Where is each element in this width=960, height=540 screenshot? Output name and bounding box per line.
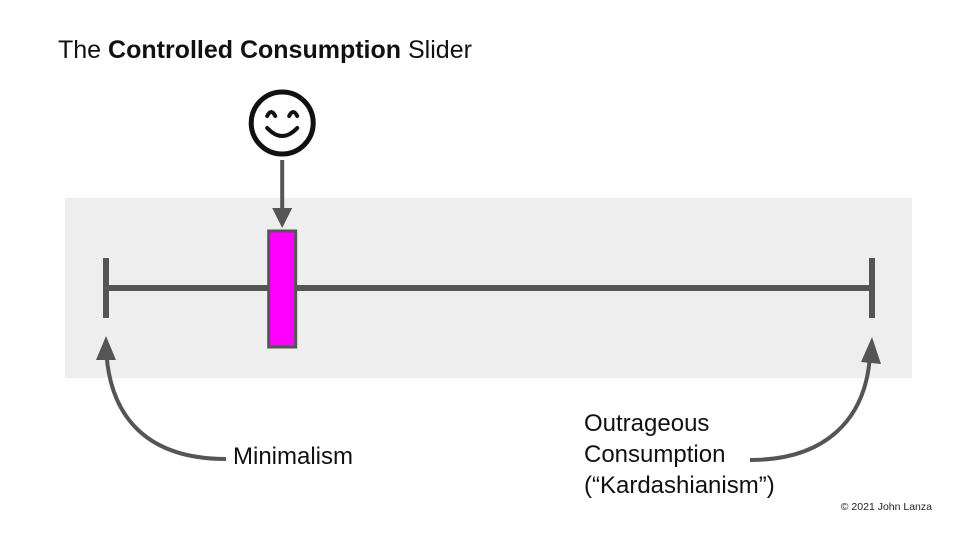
outrageous-label-line1: Outrageous xyxy=(584,410,710,437)
outrageous-label-line2: Consumption xyxy=(584,441,726,468)
pointer-arrowhead-icon xyxy=(272,208,293,228)
left-curved-arrow xyxy=(104,344,227,461)
title-prefix: The xyxy=(58,36,109,64)
right-arrowhead-icon xyxy=(861,337,881,364)
left-arrowhead-icon xyxy=(96,336,116,360)
minimalism-label: Minimalism xyxy=(233,443,353,470)
page-title: The Controlled Consumption Slider xyxy=(58,34,472,66)
copyright-notice: © 2021 John Lanza xyxy=(840,501,932,513)
title-suffix: Slider xyxy=(401,36,472,64)
right-curved-arrow xyxy=(749,354,872,462)
outrageous-label-line3: (“Kardashianism”) xyxy=(584,472,775,499)
smiling-face-icon xyxy=(248,89,316,157)
title-bold: Controlled Consumption xyxy=(108,36,402,64)
slider-thumb[interactable] xyxy=(267,229,298,349)
outrageous-consumption-label: Outrageous Consumption (“Kardashianism”) xyxy=(584,408,775,501)
